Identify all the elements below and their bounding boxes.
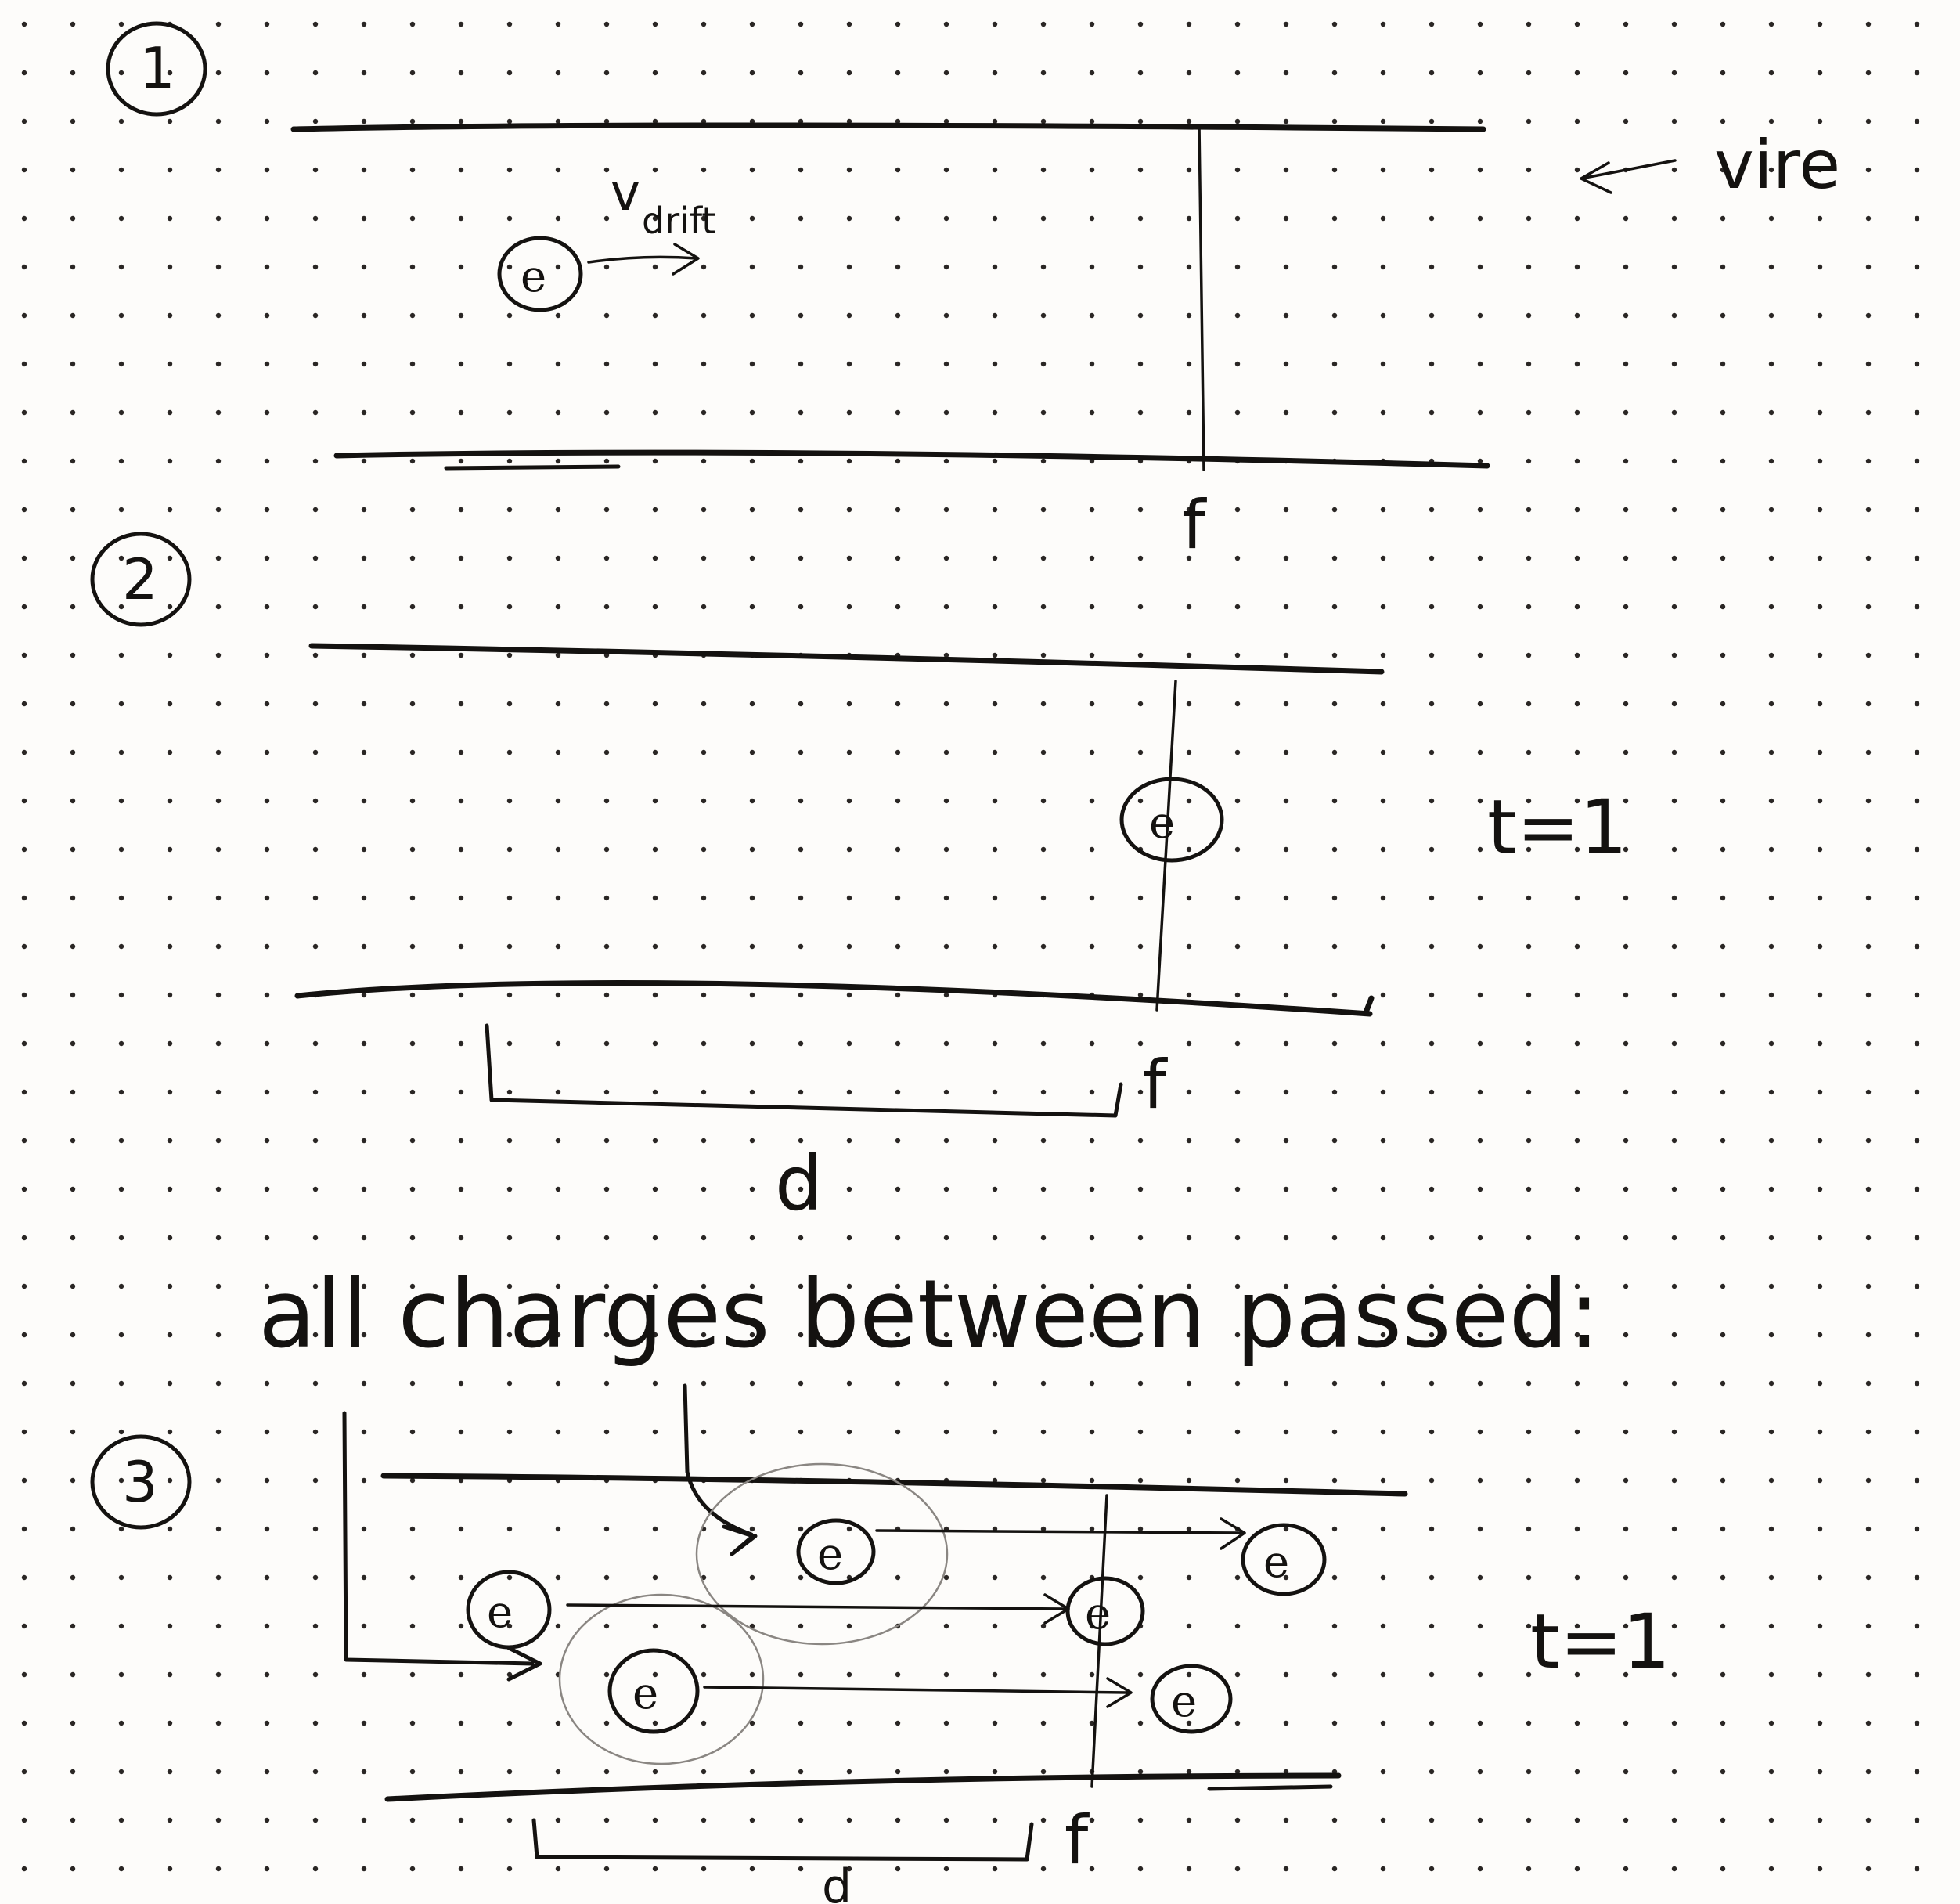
step-3-electron-top [796, 1518, 876, 1585]
step-1-electron-label: e [521, 251, 546, 302]
step-2-time-label: t=1 [1487, 784, 1627, 871]
step-1-wire-bottom [333, 449, 1490, 469]
step-3-electron-low-passed-label: e [1171, 1676, 1197, 1727]
step-3-wire-bottom-tail [1207, 1784, 1333, 1791]
step-3-number: 3 [122, 1449, 158, 1515]
step-1-number: 1 [139, 35, 175, 101]
step-2-electron-label: e [1149, 798, 1175, 849]
step-3-point-label: f [1065, 1801, 1090, 1880]
step-2-number-circle [90, 532, 192, 627]
step-2-point-line [1155, 680, 1177, 1012]
step-3-arrow-low [703, 1677, 1133, 1708]
step-3-distance-label: d [822, 1859, 852, 1904]
step-3-wire-top [380, 1473, 1408, 1497]
step-1-velocity-arrow [587, 243, 700, 276]
step-1-velocity-sub: drift [642, 200, 715, 242]
step-3: 3 e e e e e e t=1 f d [90, 1383, 1670, 1904]
step-3-halo-top [695, 1462, 949, 1646]
step-2: 2 e t=1 f d [90, 532, 1627, 1228]
step-3-electron-mid-label: e [487, 1587, 513, 1638]
step-3-electron-top-passed-label: e [1263, 1537, 1289, 1588]
step-3-arrow-top [875, 1517, 1246, 1550]
step-2-point-label: f [1143, 1046, 1168, 1124]
step-1: 1 f e v drift vire [106, 21, 1840, 564]
step-1-point-line [1198, 124, 1205, 471]
annotation-text: all charges between passed: [258, 1260, 1600, 1369]
step-1-wire-top [290, 122, 1486, 132]
step-3-number-circle [90, 1434, 192, 1530]
step-2-distance-label: d [775, 1140, 823, 1228]
step-3-point-line [1090, 1494, 1108, 1788]
step-3-halo-bottom [558, 1593, 765, 1765]
step-3-annotation-pointer-side [342, 1411, 542, 1682]
step-3-electron-mid-passed-label: e [1085, 1588, 1111, 1639]
step-3-time-label: t=1 [1530, 1598, 1670, 1686]
step-3-electron-low [607, 1648, 700, 1734]
step-3-electron-top-passed [1241, 1523, 1327, 1596]
step-1-point-label: f [1182, 486, 1207, 564]
step-3-wire-bottom [384, 1772, 1342, 1802]
step-2-number: 2 [122, 546, 158, 612]
step-1-number-circle [106, 21, 207, 117]
step-1-electron-circle [497, 236, 583, 312]
step-2-distance-bracket [485, 1023, 1123, 1118]
step-3-electron-low-passed [1150, 1664, 1233, 1734]
step-1-wire-label: vire [1714, 126, 1840, 204]
step-2-wire-top [308, 643, 1385, 675]
step-3-electron-mid-passed [1065, 1576, 1145, 1646]
step-1-wire-underline [444, 464, 621, 471]
step-2-electron-circle [1119, 777, 1224, 863]
step-3-distance-bracket [531, 1818, 1034, 1862]
step-3-electron-mid [466, 1570, 552, 1650]
step-1-velocity-label: v [611, 164, 640, 222]
step-3-electron-top-label: e [817, 1529, 843, 1580]
step-3-electron-low-label: e [632, 1668, 658, 1719]
step-1-wire-pointer-arrow [1580, 159, 1677, 194]
step-3-annotation-pointer-top [683, 1383, 758, 1556]
